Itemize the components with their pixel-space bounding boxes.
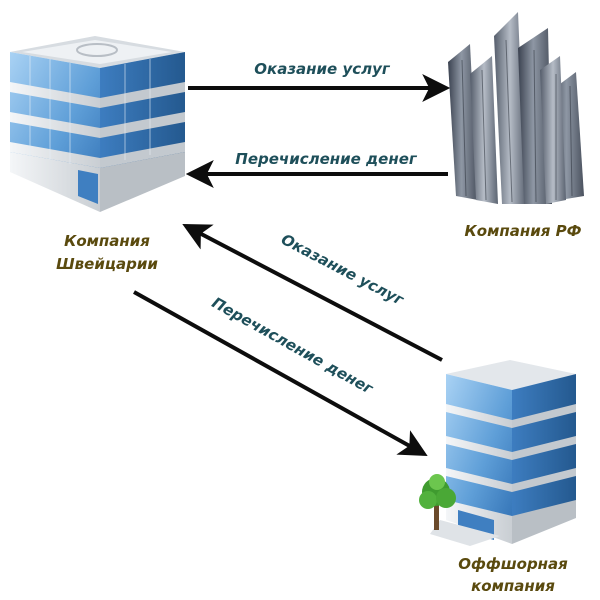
rf-company-label: Компания РФ: [465, 222, 582, 240]
rf-company-skyscrapers-icon: [448, 12, 584, 204]
arrow-offshore-to-swiss: [182, 224, 443, 362]
edge-label-offshore-to-swiss: Оказание услуг: [278, 230, 407, 309]
edge-label-rf-to-swiss: Перечисление денег: [235, 150, 418, 168]
swiss-company-building-icon: [10, 36, 185, 212]
arrow-swiss-to-offshore: [133, 290, 428, 457]
tree-icon: [419, 474, 456, 530]
edge-label-swiss-to-rf: Оказание услуг: [254, 60, 391, 78]
swiss-company-label-line2: Швейцарии: [56, 255, 158, 273]
offshore-company-label-line1: Оффшорная: [458, 555, 568, 573]
offshore-company-label-line2: компания: [471, 577, 555, 595]
swiss-company-label-line1: Компания: [64, 232, 150, 250]
offshore-company-building-icon: [419, 360, 576, 546]
